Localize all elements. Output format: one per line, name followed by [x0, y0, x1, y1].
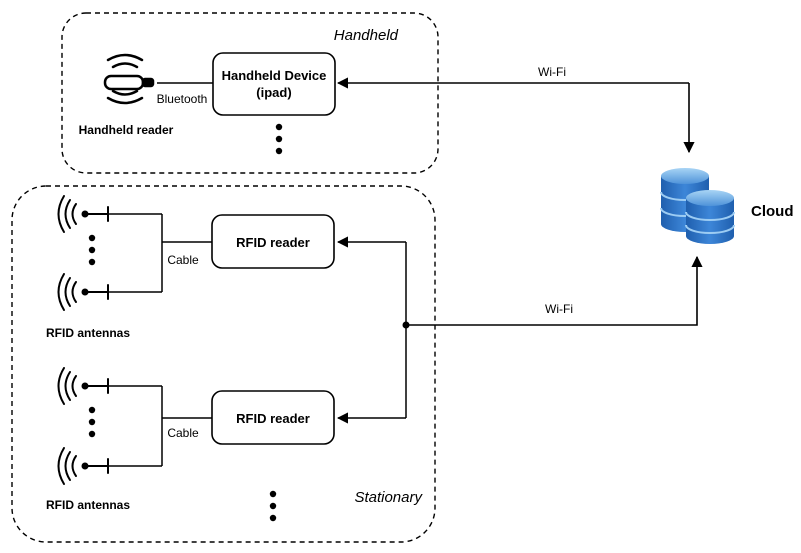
handheld-reader-label: Handheld reader [79, 123, 174, 137]
handheld-group [61, 12, 439, 174]
cable-bus-top [108, 213, 212, 293]
handheld-group-label: Handheld [334, 27, 399, 44]
bus-junction [402, 321, 410, 329]
cable-label-top: Cable [167, 253, 199, 267]
wifi-label-top: Wi-Fi [538, 65, 566, 79]
wifi-link-stationary [406, 255, 703, 326]
cable-label-bottom: Cable [167, 426, 199, 440]
rfid-antenna-icon [57, 447, 109, 485]
cloud-label: Cloud [751, 203, 794, 220]
more-devices-ellipsis-handheld [275, 123, 283, 155]
rfid-antenna-icon [57, 273, 109, 311]
bluetooth-label: Bluetooth [157, 92, 208, 106]
cable-bus-bottom [108, 385, 212, 467]
handheld-device-label-line1: Handheld Device [222, 68, 327, 83]
more-readers-ellipsis [269, 490, 277, 522]
stationary-group-label: Stationary [354, 489, 423, 506]
rfid-antenna-icon [57, 195, 109, 233]
stationary-group [11, 185, 436, 543]
rfid-antennas-top-label: RFID antennas [46, 326, 130, 340]
antenna-ellipsis-top [88, 234, 96, 266]
rfid-reader-bottom-label: RFID reader [236, 411, 310, 426]
antenna-ellipsis-bottom [88, 406, 96, 438]
rfid-reader-top-label: RFID reader [236, 235, 310, 250]
handheld-device-box [212, 52, 336, 116]
wifi-label-bottom: Wi-Fi [545, 302, 573, 316]
rfid-antenna-icon [57, 367, 109, 405]
rfid-antennas-bottom-label: RFID antennas [46, 498, 130, 512]
database-stack-icon [660, 168, 735, 244]
handheld-device-label-line2: (ipad) [256, 85, 291, 100]
handheld-rfid-scanner-icon [103, 53, 155, 105]
